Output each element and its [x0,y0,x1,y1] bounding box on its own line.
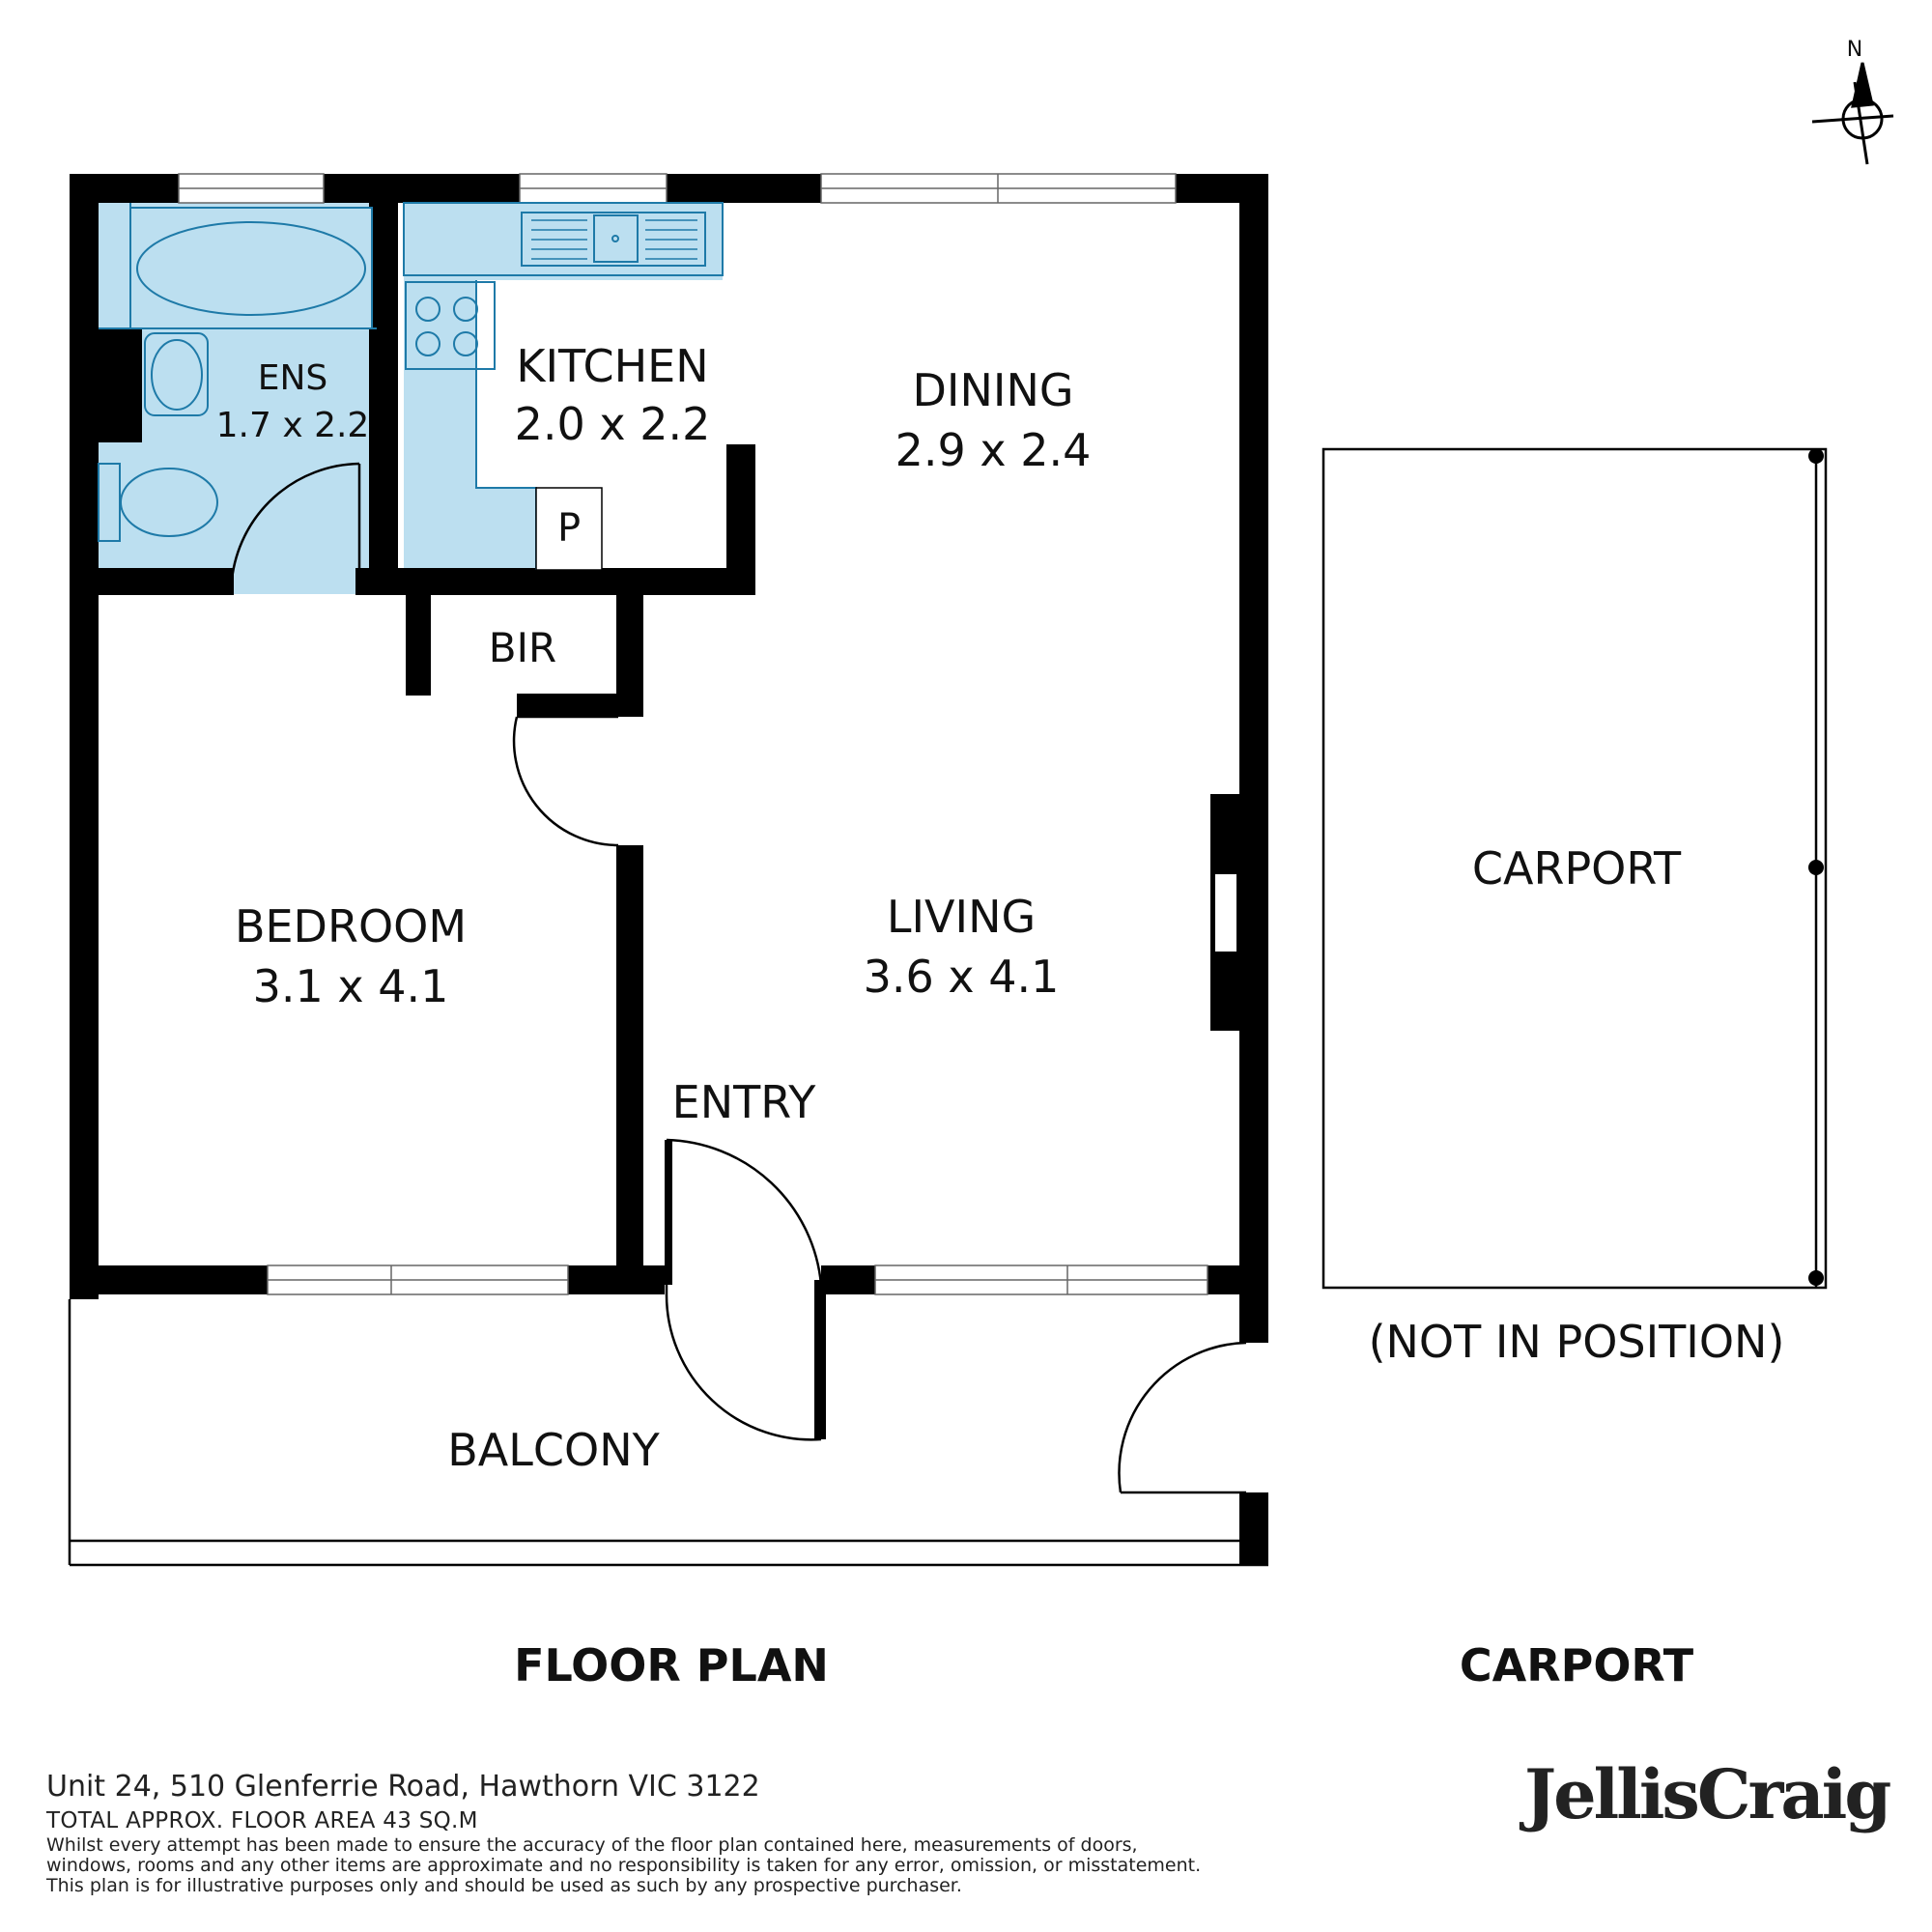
carport-post-bottom [1808,1270,1824,1286]
wall-bottom-right2 [1208,1265,1268,1294]
carport-post-mid [1808,860,1824,875]
disclaimer: Whilst every attempt has been made to en… [46,1835,1206,1896]
vanity-basin [151,339,203,411]
entry-door-swing [666,1138,823,1286]
sink-bench [403,202,724,276]
sink [521,212,706,267]
kitchen-fixtures [403,202,724,571]
brand-logo: JellisCraig [1524,1754,1891,1834]
bir-label: BIR [489,624,556,671]
carport-title: CARPORT [1460,1639,1694,1691]
wall-bedroom-right [616,845,643,1280]
ensuite-door-floor [232,560,357,594]
wall-right-lower [1239,1290,1268,1343]
dining-label: DINING [912,364,1073,416]
pantry-box [535,487,603,571]
wall-ens-bottom-left [70,568,234,595]
wall-bottom-mid [568,1265,665,1294]
wall-top-mid2 [667,174,821,203]
bedroom-label: BEDROOM [235,900,467,952]
ensuite-fixtures [98,203,377,542]
wall-left [70,174,99,1299]
north-compass-icon [1811,62,1894,165]
wall-bottom-right1 [821,1265,875,1294]
balcony-outline [68,1299,1268,1567]
vanity [144,332,209,416]
balcony-label: BALCONY [447,1424,660,1476]
ensuite-door-swing [230,462,360,581]
wall-right-bottom [1239,1492,1268,1565]
cooktop [405,281,496,370]
pantry-label: P [557,506,581,551]
floor-plan-title: FLOOR PLAN [514,1639,829,1691]
ensuite-dims: 1.7 x 2.2 [216,406,370,445]
floor-area: TOTAL APPROX. FLOOR AREA 43 SQ.M [46,1808,478,1833]
kitchen-dims: 2.0 x 2.2 [515,398,711,450]
living-dims: 3.6 x 4.1 [864,951,1060,1003]
wall-bottom-left [70,1265,268,1294]
windows [178,173,1208,1295]
carport-post-top [1808,448,1824,464]
entry-door-leaf [665,1140,672,1285]
carport-room-label: CARPORT [1472,842,1682,895]
wall-bir-left [406,591,431,696]
toilet-bowl [120,468,218,537]
wall-fireplace-gap [1215,874,1236,952]
bath-basin [136,221,366,316]
living-label: LIVING [887,891,1036,943]
bedroom-dims: 3.1 x 4.1 [253,960,449,1012]
sink-drainer-lines [531,219,697,260]
property-address: Unit 24, 510 Glenferrie Road, Hawthorn V… [46,1770,760,1804]
walls [70,174,1268,1565]
sink-bowl [593,214,639,263]
balcony-side-door-swing [1118,1341,1247,1493]
wall-top-mid1 [324,174,520,203]
bathtub [129,207,373,329]
dining-dims: 2.9 x 2.4 [895,424,1092,476]
bedroom-door-swing [512,716,619,847]
disclaimer-line-3: This plan is for illustrative purposes o… [46,1875,962,1896]
wall-kitchen-right [726,444,755,595]
balcony-door-swing [665,1293,822,1441]
ensuite-label: ENS [258,358,328,398]
entry-label: ENTRY [672,1076,817,1128]
compass-north-label: N [1847,38,1862,62]
kitchen-label: KITCHEN [516,340,708,392]
carport-note: (NOT IN POSITION) [1369,1316,1785,1368]
wall-ens-right [369,174,398,589]
balcony-door-leaf [814,1294,826,1439]
disclaimer-line-1: Whilst every attempt has been made to en… [46,1834,1138,1856]
wall-right [1239,174,1268,1275]
disclaimer-line-2: windows, rooms and any other items are a… [46,1855,1202,1876]
wall-ens-nook [99,328,142,442]
wall-ens-bottom-right [355,568,755,595]
wall-bir-bottom [517,694,643,717]
